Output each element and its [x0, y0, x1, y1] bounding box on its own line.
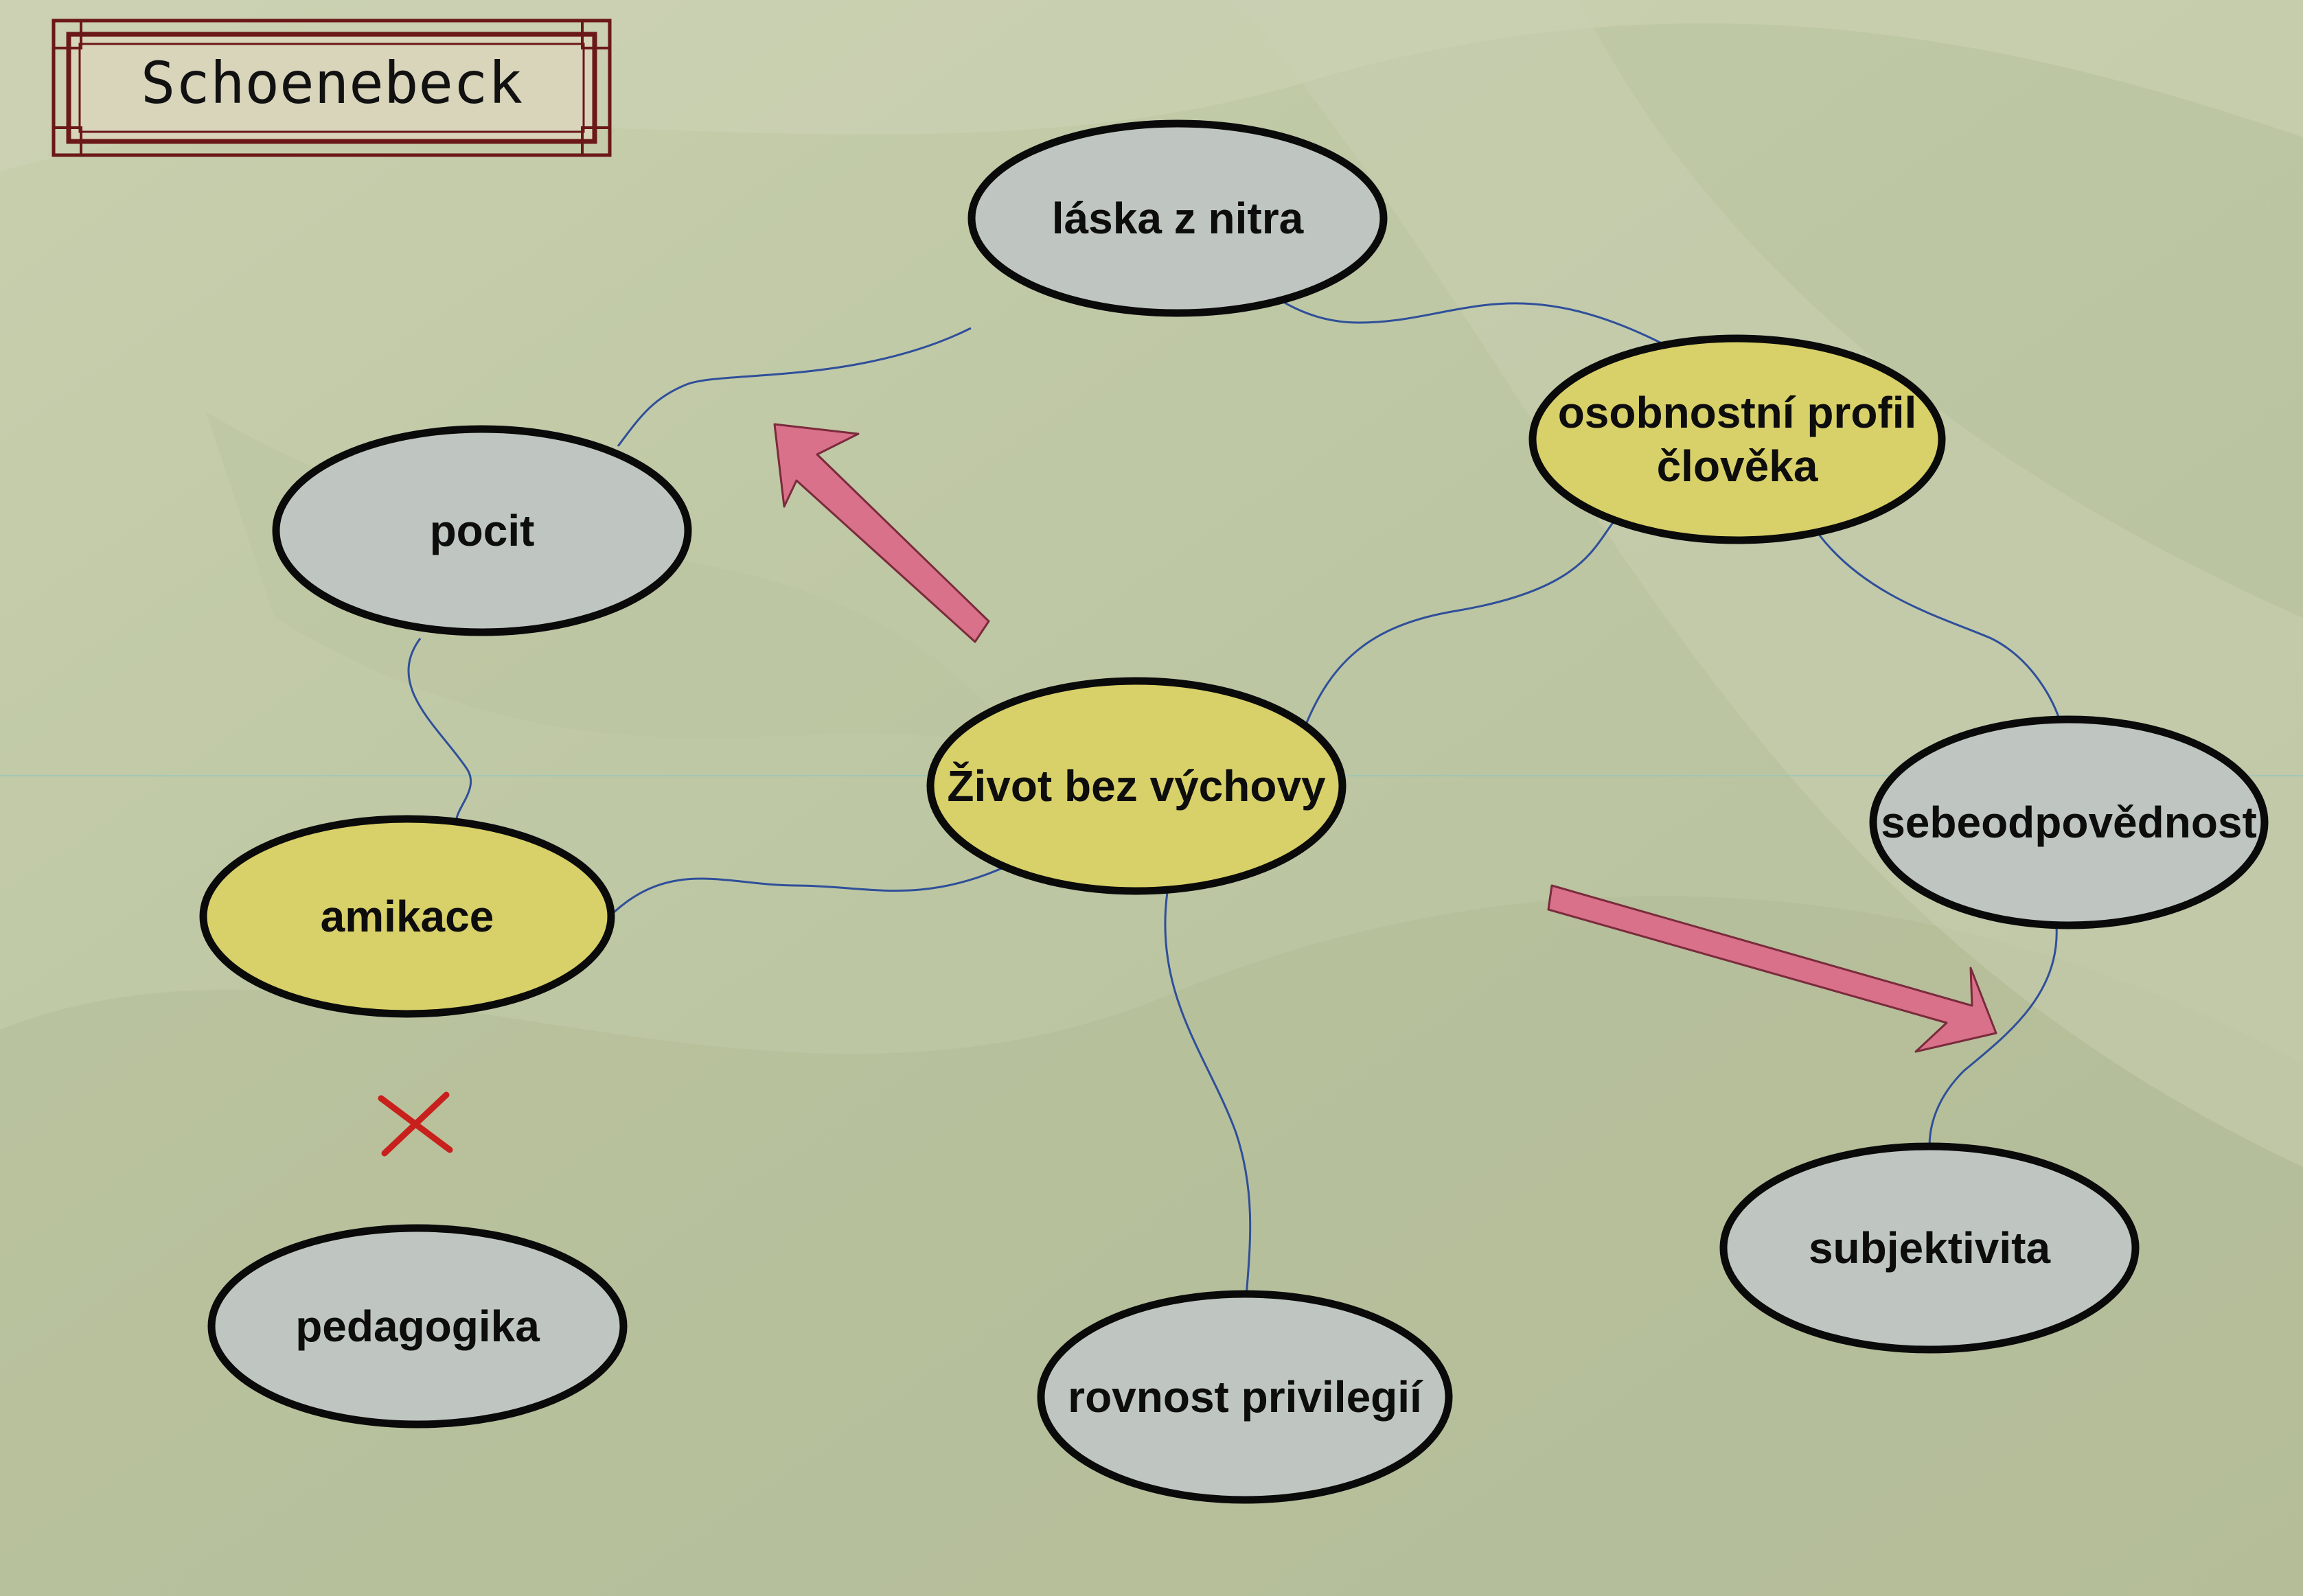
page-title: Schoenebeck [141, 49, 523, 117]
link-pocit-amikace [407, 638, 472, 824]
node-ellipse [207, 1224, 628, 1429]
link-laska-pocit [617, 327, 972, 447]
node-ellipse [1037, 1290, 1453, 1504]
node-pocit: pocit [272, 425, 692, 636]
node-rovnost: rovnost privilegií [1037, 1290, 1453, 1504]
node-zivot: Život bez výchovy [926, 677, 1347, 895]
arrow-up-left [773, 423, 990, 643]
node-ellipse [967, 119, 1388, 317]
link-amikace-zivot [612, 864, 1010, 914]
node-label: Život bez výchovy [947, 761, 1326, 811]
node-label: rovnost privilegií [1068, 1372, 1423, 1422]
link-zivot-osobnost [1303, 521, 1615, 728]
node-label: sebeodpovědnost [1881, 798, 2257, 847]
cross-icon [378, 1091, 453, 1157]
node-ellipse [926, 677, 1347, 895]
marks [378, 423, 1997, 1157]
node-sebe: sebeodpovědnost [1869, 715, 2269, 929]
node-amikace: amikace [199, 815, 615, 1018]
node-label: osobnostní profil [1558, 388, 1917, 437]
nodes: láska z nitra pocit amikace pedagogika Život… [199, 119, 2269, 1504]
link-zivot-rovnost [1164, 892, 1252, 1298]
node-ellipse [1719, 1142, 2140, 1354]
node-label: člověka [1657, 441, 1818, 491]
node-label: pocit [430, 506, 535, 555]
link-osobnost-sebe [1818, 535, 2061, 721]
node-label: subjektivita [1809, 1223, 2051, 1273]
link-sebe-subj [1928, 926, 2058, 1147]
node-subj: subjektivita [1719, 1142, 2140, 1354]
node-pedagogika: pedagogika [207, 1224, 628, 1429]
node-ellipse [1869, 715, 2269, 929]
node-label: láska z nitra [1052, 194, 1304, 243]
arrow-down-right [1547, 884, 1997, 1053]
node-ellipse [272, 425, 692, 636]
node-ellipse [1528, 334, 1946, 544]
node-laska: láska z nitra [967, 119, 1388, 317]
node-label: pedagogika [295, 1302, 540, 1351]
node-label: amikace [321, 892, 494, 941]
title-box: Schoenebeck [51, 19, 612, 157]
node-ellipse [199, 815, 615, 1018]
